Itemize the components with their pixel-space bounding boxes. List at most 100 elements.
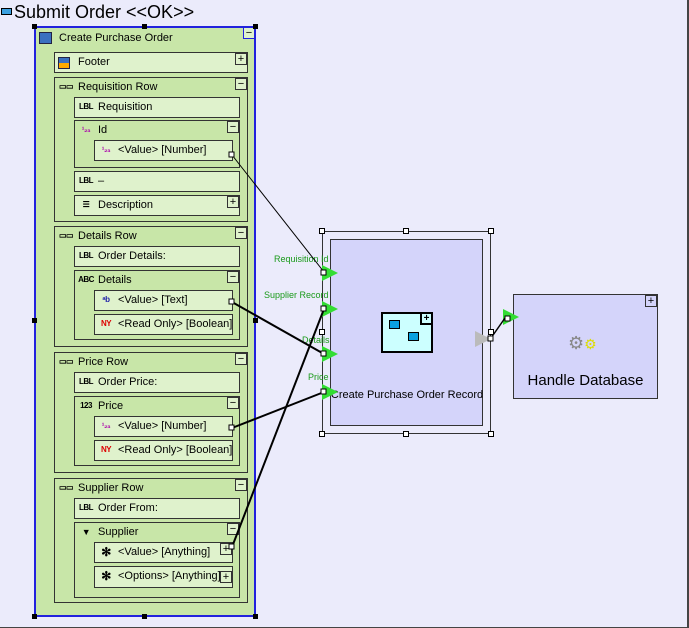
resize-handle[interactable]	[253, 614, 258, 619]
resize-handle[interactable]	[32, 24, 37, 29]
resize-handle[interactable]	[403, 228, 409, 234]
anything-icon: ✻	[101, 570, 111, 582]
row-icon: ▭▭	[58, 82, 74, 91]
field-text: <Options> [Anything]	[118, 570, 221, 582]
field-text: Description	[98, 199, 154, 211]
supplier-options[interactable]: ✻ <Options> [Anything] +	[94, 566, 233, 588]
collapse-button[interactable]: −	[227, 397, 239, 409]
text-icon: ABC	[78, 275, 94, 284]
port-label: Requisition Id	[274, 254, 329, 264]
field-text: Requisition	[98, 101, 153, 113]
page-title: Submit Order <<OK>>	[14, 2, 195, 22]
details-value[interactable]: ᵃb <Value> [Text]	[94, 290, 233, 311]
connector-requisition-id	[231, 154, 325, 273]
form-icon	[39, 32, 52, 44]
port-label: Details	[302, 335, 330, 345]
label-icon: LBL	[78, 102, 94, 111]
label-icon: LBL	[78, 503, 94, 512]
supplier-value[interactable]: ✻ <Value> [Anything] +	[94, 542, 233, 563]
connector-details	[231, 301, 325, 355]
row-label: Supplier Row	[78, 482, 144, 494]
resize-handle[interactable]	[32, 318, 37, 323]
row-icon: ▭▭	[58, 231, 74, 240]
row-icon: ▭▭	[58, 483, 74, 492]
expand-button[interactable]: +	[220, 571, 232, 583]
container-label: Create Purchase Order	[59, 32, 173, 44]
output-port[interactable]	[475, 331, 491, 347]
footer-item[interactable]: Footer +	[54, 52, 248, 73]
expand-button[interactable]: +	[235, 53, 247, 65]
collapse-button[interactable]: −	[243, 27, 255, 39]
resize-handle[interactable]	[403, 431, 409, 437]
field-text: <Value> [Text]	[118, 294, 188, 306]
database-label: Handle Database	[527, 372, 644, 389]
resize-handle[interactable]	[253, 24, 258, 29]
description-icon: ☰	[82, 200, 90, 209]
number-icon: ¹₂₃	[81, 125, 91, 134]
port-details[interactable]	[322, 346, 338, 362]
details-readonly[interactable]: NY <Read Only> [Boolean]	[94, 314, 233, 335]
port-requisition-id[interactable]	[322, 265, 338, 281]
collapse-button[interactable]: −	[227, 121, 239, 133]
resize-handle[interactable]	[488, 228, 494, 234]
connector-price	[231, 391, 325, 429]
collapse-button[interactable]: −	[227, 271, 239, 283]
label-icon: LBL	[78, 377, 94, 386]
description-field[interactable]: ☰ Description +	[74, 195, 240, 216]
field-text: Details	[98, 274, 132, 286]
port-price[interactable]	[322, 384, 338, 400]
field-text: –	[98, 175, 105, 187]
resize-handle[interactable]	[32, 614, 37, 619]
port-supplier-record[interactable]	[322, 301, 338, 317]
number-field-icon: 123	[80, 401, 92, 410]
collapse-button[interactable]: −	[235, 479, 247, 491]
collapse-button[interactable]: −	[235, 78, 247, 90]
order-details-label[interactable]: LBL Order Details:	[74, 246, 240, 267]
field-text: <Read Only> [Boolean]	[118, 318, 233, 330]
expand-button[interactable]: +	[645, 295, 657, 307]
row-label: Requisition Row	[78, 81, 158, 93]
resize-handle[interactable]	[142, 614, 147, 619]
resize-handle[interactable]	[319, 329, 325, 335]
resize-handle[interactable]	[319, 431, 325, 437]
subprocess-icon: +	[381, 312, 433, 353]
resize-handle[interactable]	[488, 431, 494, 437]
order-price-label[interactable]: LBL Order Price:	[74, 372, 240, 393]
collapse-button[interactable]: −	[235, 227, 247, 239]
field-text: <Read Only> [Boolean]	[118, 444, 233, 456]
field-text: <Value> [Number]	[118, 420, 207, 432]
price-readonly[interactable]: NY <Read Only> [Boolean]	[94, 440, 233, 461]
order-from-label[interactable]: LBL Order From:	[74, 498, 240, 519]
port-label: Supplier Record	[264, 290, 329, 300]
resize-handle[interactable]	[253, 318, 258, 323]
price-value[interactable]: ¹₂₃ <Value> [Number]	[94, 416, 233, 437]
footer-label: Footer	[78, 56, 110, 68]
number-icon: ¹₂₃	[101, 421, 111, 430]
footer-icon	[58, 57, 70, 69]
field-text: Order Price:	[98, 376, 158, 388]
field-text: Supplier	[98, 526, 139, 538]
connector-supplier	[231, 308, 325, 548]
dropdown-icon: ▼	[81, 527, 91, 537]
dash-label-field[interactable]: LBL –	[74, 171, 240, 192]
field-text: <Value> [Anything]	[118, 546, 211, 558]
label-icon: LBL	[78, 176, 94, 185]
field-text: Id	[98, 124, 108, 136]
process-icon	[1, 8, 12, 15]
row-icon: ▭▭	[58, 357, 74, 366]
create-purchase-order-record[interactable]: + Create Purchase Order Record	[330, 239, 483, 426]
resize-handle[interactable]	[319, 228, 325, 234]
field-text: <Value> [Number]	[118, 144, 207, 156]
field-text: Order From:	[98, 502, 158, 514]
id-value[interactable]: ¹₂₃ <Value> [Number]	[94, 140, 233, 161]
row-label: Details Row	[78, 230, 137, 242]
resize-handle[interactable]	[142, 24, 147, 29]
field-text: Order Details:	[98, 250, 166, 262]
handle-database[interactable]: + ⚙⚙ Handle Database	[513, 294, 658, 399]
row-label: Price Row	[78, 356, 129, 368]
collapse-button[interactable]: −	[235, 353, 247, 365]
expand-button[interactable]: +	[227, 196, 239, 208]
gears-icon: ⚙⚙	[568, 333, 597, 353]
requisition-label-field[interactable]: LBL Requisition	[74, 97, 240, 118]
